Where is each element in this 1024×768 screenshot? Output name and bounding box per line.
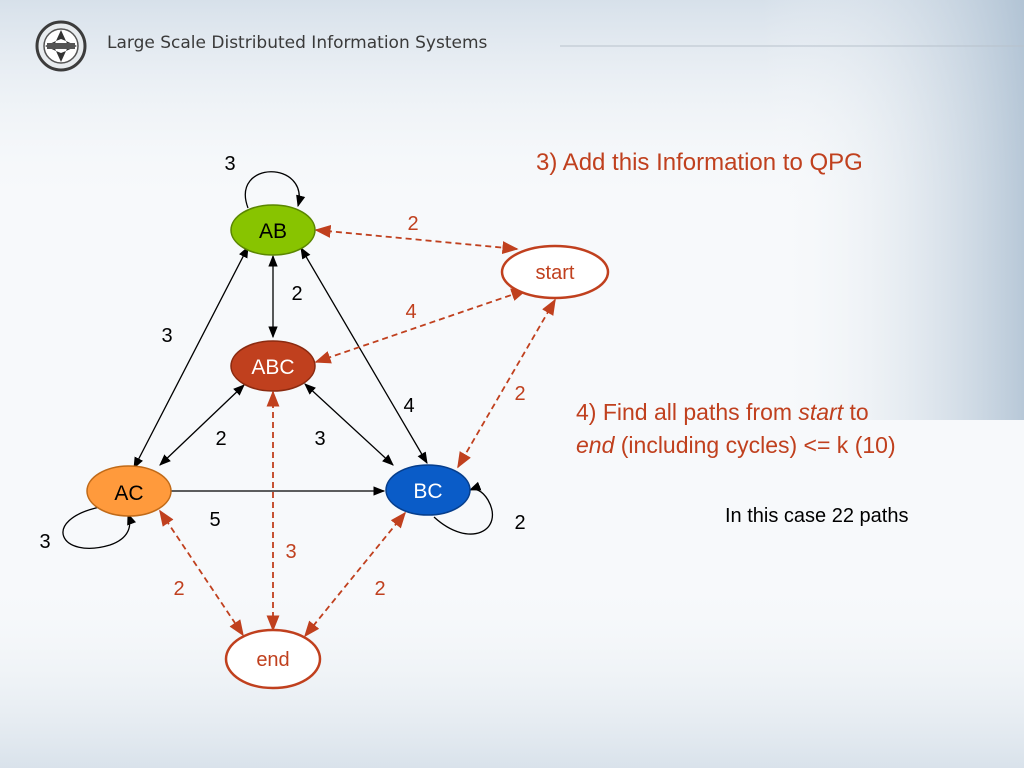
weight-ac-loop: 3 [39,531,50,553]
node-ab: AB [230,204,316,256]
step4-end-word: end [576,432,615,458]
step4-start-word: start [798,399,844,425]
edge-bc-end [303,511,407,638]
node-start: start [500,244,610,300]
edge-abc-bc [304,383,394,466]
weight-ab-start: 2 [407,213,418,235]
weight-abc-start: 4 [405,301,416,323]
step4-text: 4) Find all paths from start to end (inc… [576,396,896,462]
loop-ac [62,506,136,549]
weight-abc-ac: 2 [215,428,226,450]
weight-abc-bc: 3 [314,428,325,450]
edge-ab-ac [133,245,249,470]
step4-to: to [843,399,869,425]
header-title: Large Scale Distributed Information Syst… [107,33,488,53]
node-abc: ABC [230,340,316,392]
node-start-label: start [536,262,575,284]
node-bc: BC [385,464,471,516]
weight-bc-end: 2 [374,578,385,600]
weight-ab-bc: 4 [403,395,414,417]
edge-abc-start [314,288,528,364]
node-ab-label: AB [259,220,287,243]
weight-ac-bc: 5 [209,509,220,531]
node-ac-label: AC [114,482,143,505]
edge-bc-start [457,298,556,469]
weight-ac-end: 2 [173,578,184,600]
step4-prefix: 4) Find all paths from [576,399,799,425]
loop-bc [433,481,494,535]
weight-ab-ac: 3 [161,325,172,347]
edge-ab-start [314,224,519,255]
weight-ab-abc: 2 [291,283,302,305]
weight-abc-end: 3 [285,541,296,563]
node-ac: AC [86,465,172,517]
node-end: end [224,628,322,690]
weight-bc-start: 2 [514,383,525,405]
weight-bc-loop: 2 [514,512,525,534]
summary-text: In this case 22 paths [725,505,909,527]
edge-ac-end [159,509,244,637]
node-bc-label: BC [413,480,442,503]
step3-text: 3) Add this Information to QPG [536,149,863,176]
node-abc-label: ABC [251,356,294,379]
loop-ab [244,171,306,209]
weight-ab-loop: 3 [224,153,235,175]
ldis-compass-logo-icon [35,20,87,72]
edge-abc-ac [159,384,245,466]
step4-rest: (including cycles) <= k (10) [614,432,896,458]
node-end-label: end [256,649,289,671]
